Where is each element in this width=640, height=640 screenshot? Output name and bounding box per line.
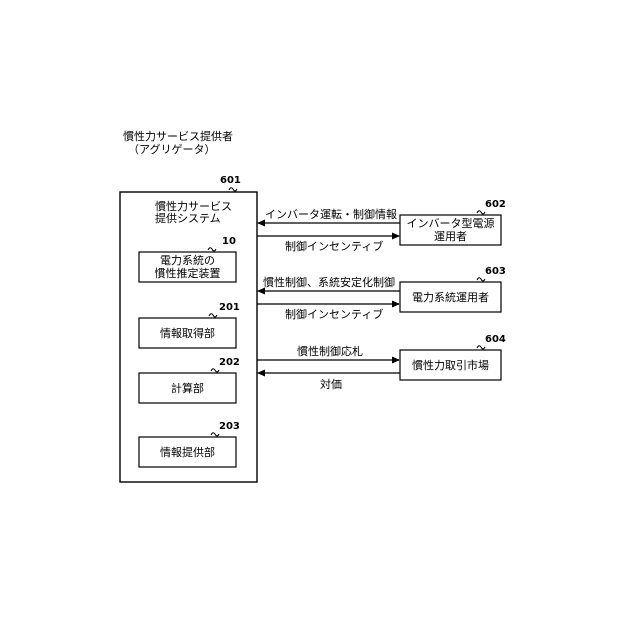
info-acquisition-label: 情報取得部 <box>139 327 236 340</box>
ref-201: 201 <box>219 302 240 314</box>
inertia-estimator-label-2: 慣性推定装置 <box>139 267 236 280</box>
ref-202: 202 <box>219 357 240 369</box>
flow-inverter-info-label: インバータ運転・制御情報 <box>265 208 397 221</box>
provider-title: 慣性力サービス提供者 <box>123 130 233 143</box>
inertia-market-label: 慣性力取引市場 <box>400 359 501 372</box>
leader-604 <box>477 346 485 349</box>
ref-10: 10 <box>222 236 236 248</box>
flow-market-bid-label: 慣性制御応札 <box>297 345 363 358</box>
inertia-estimator-label: 電力系統の <box>139 254 236 267</box>
leader-202 <box>211 369 219 372</box>
grid-operator-label: 電力系統運用者 <box>400 291 501 304</box>
ref-603: 603 <box>485 266 506 278</box>
system-label-2: 提供システム <box>155 212 221 225</box>
leader-203 <box>211 433 219 436</box>
info-provision-label: 情報提供部 <box>139 446 236 459</box>
flow-market-payment-label: 対価 <box>320 378 342 391</box>
leader-602 <box>477 211 485 214</box>
flow-grid-incentive-label: 制御インセンティブ <box>285 308 383 321</box>
inverter-operator-label-2: 運用者 <box>400 230 501 243</box>
flow-inverter-incentive-label: 制御インセンティブ <box>285 240 383 253</box>
ref-601: 601 <box>220 175 241 187</box>
flow-grid-control-label: 慣性制御、系統安定化制御 <box>263 276 395 289</box>
ref-203: 203 <box>219 421 240 433</box>
leader-601 <box>229 188 237 191</box>
provider-subtitle: （アグリゲータ） <box>128 143 215 156</box>
calculation-label: 計算部 <box>139 382 236 395</box>
leader-10 <box>208 248 216 251</box>
ref-602: 602 <box>485 199 506 211</box>
ref-604: 604 <box>485 334 506 346</box>
inverter-operator-label: インバータ型電源 <box>400 217 501 230</box>
leader-603 <box>477 278 485 281</box>
leader-201 <box>209 314 217 317</box>
